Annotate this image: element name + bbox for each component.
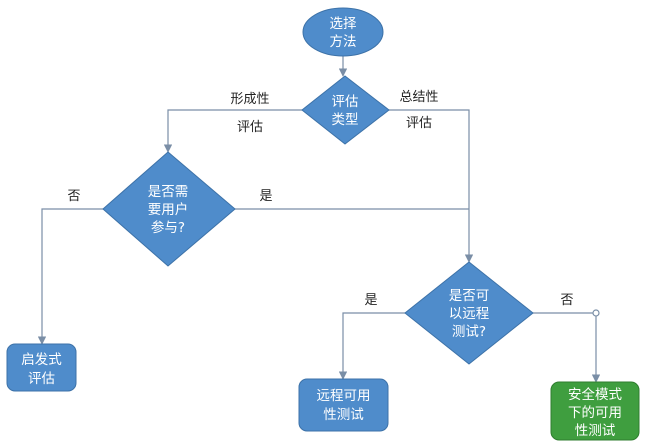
node-need-user-line3: 参与? (151, 219, 185, 236)
node-need-user-line2: 要用户 (148, 201, 189, 218)
edge-label-remote-no: 否 (560, 293, 573, 308)
node-eval-type-line1: 评估 (332, 94, 359, 110)
node-heuristic-eval-line1: 启发式 (21, 352, 62, 368)
node-safe-mode-usability-test-line2: 下的可用 (568, 405, 622, 421)
node-remote-test (404, 261, 534, 365)
node-safe-mode-usability-test-line3: 性测试 (575, 423, 616, 439)
edge-remote-no (533, 312, 601, 383)
node-safe-mode-usability-test (550, 381, 640, 441)
edge-label-remote-yes: 是 (364, 293, 377, 308)
node-need-user-line1: 是否需 (148, 184, 189, 200)
node-remote-test-line3: 测试? (452, 324, 486, 340)
node-remote-usability-test-line1: 远程可用 (317, 388, 371, 404)
node-safe-mode-usability-test-line1: 安全模式 (568, 386, 622, 403)
node-remote-test-line1: 是否可 (449, 288, 490, 304)
node-remote-usability-test-line2: 性测试 (323, 407, 364, 423)
node-select-method-line2: 方法 (330, 34, 357, 50)
edge-evaltype-formative (163, 109, 302, 153)
node-eval-type-line2: 类型 (332, 112, 359, 128)
node-need-user (102, 151, 236, 267)
edge-needuser-no (37, 208, 103, 345)
node-remote-test-line2: 以远程 (449, 306, 490, 322)
node-select-method (302, 7, 384, 57)
node-eval-type (301, 75, 390, 145)
edge-label-summative-line1: 总结性 (399, 90, 438, 105)
edge-label-formative-line1: 形成性 (230, 92, 269, 107)
edge-remote-yes (338, 312, 405, 380)
edge-label-summative-line2: 评估 (406, 116, 432, 131)
node-heuristic-eval-line2: 评估 (28, 371, 55, 387)
edge-label-needuser-no: 否 (67, 189, 80, 204)
edge-label-formative-line2: 评估 (237, 120, 263, 135)
node-remote-usability-test (298, 378, 389, 432)
node-select-method-line1: 选择 (330, 16, 357, 32)
connector-dot (592, 309, 600, 317)
edge-label-needuser-yes: 是 (259, 189, 272, 204)
node-heuristic-eval (6, 343, 77, 392)
edge-evaltype-summative (389, 109, 474, 263)
